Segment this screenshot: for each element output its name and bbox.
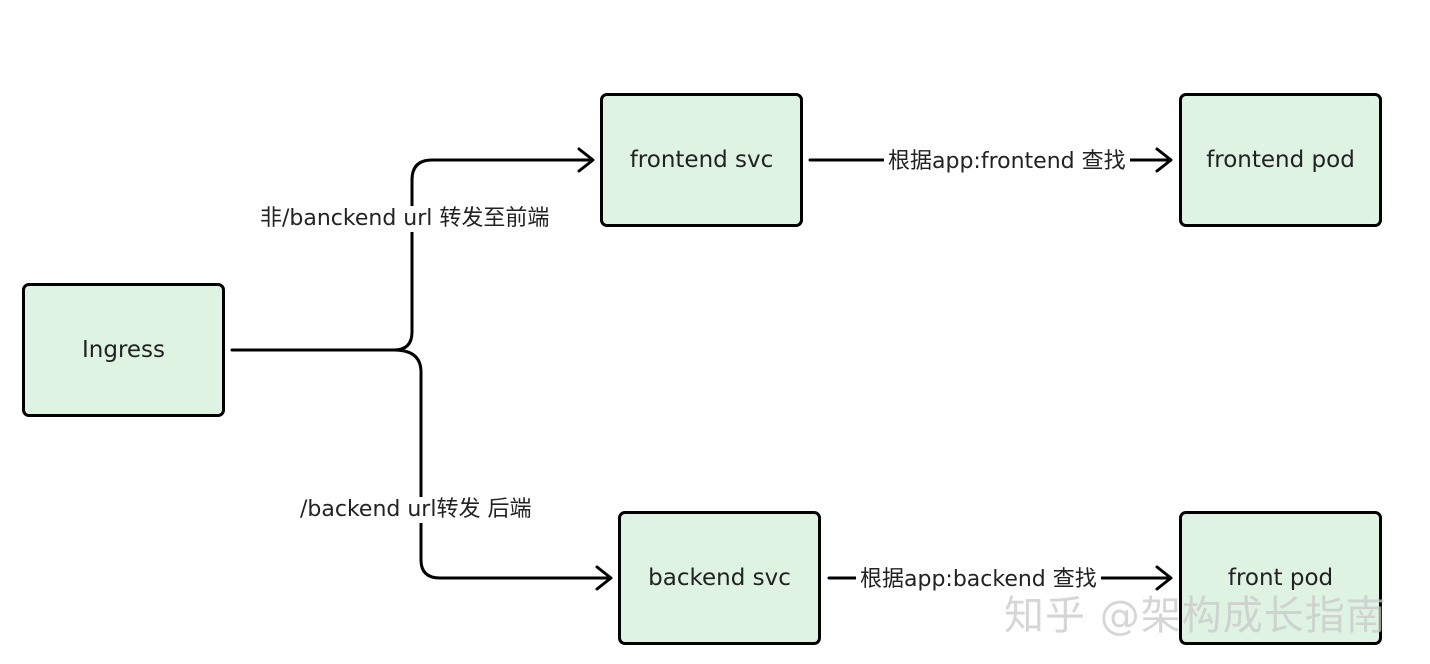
edge-label-to-frontend: 非/banckend url 转发至前端 [256,206,554,232]
node-frontend-svc[interactable]: frontend svc [600,93,803,227]
arrowhead-backend-svc [595,565,613,591]
arrowhead-frontend-svc [577,147,595,173]
node-backend-pod[interactable]: front pod [1179,511,1382,645]
watermark-text: 知乎 @架构成长指南 [1004,593,1387,639]
node-frontend-pod[interactable]: frontend pod [1179,93,1382,227]
edge-ingress-frontend [230,158,594,352]
node-ingress[interactable]: Ingress [22,283,225,417]
edge-label-backend-lookup: 根据app:backend 查找 [856,567,1101,593]
arrowhead-backend-pod [1155,565,1173,591]
arrowhead-frontend-pod [1155,147,1173,173]
node-backend-svc[interactable]: backend svc [618,511,821,645]
edge-label-to-backend: /backend url转发 后端 [296,497,536,523]
edge-ingress-backend [392,348,612,580]
edge-label-frontend-lookup: 根据app:frontend 查找 [884,149,1130,175]
